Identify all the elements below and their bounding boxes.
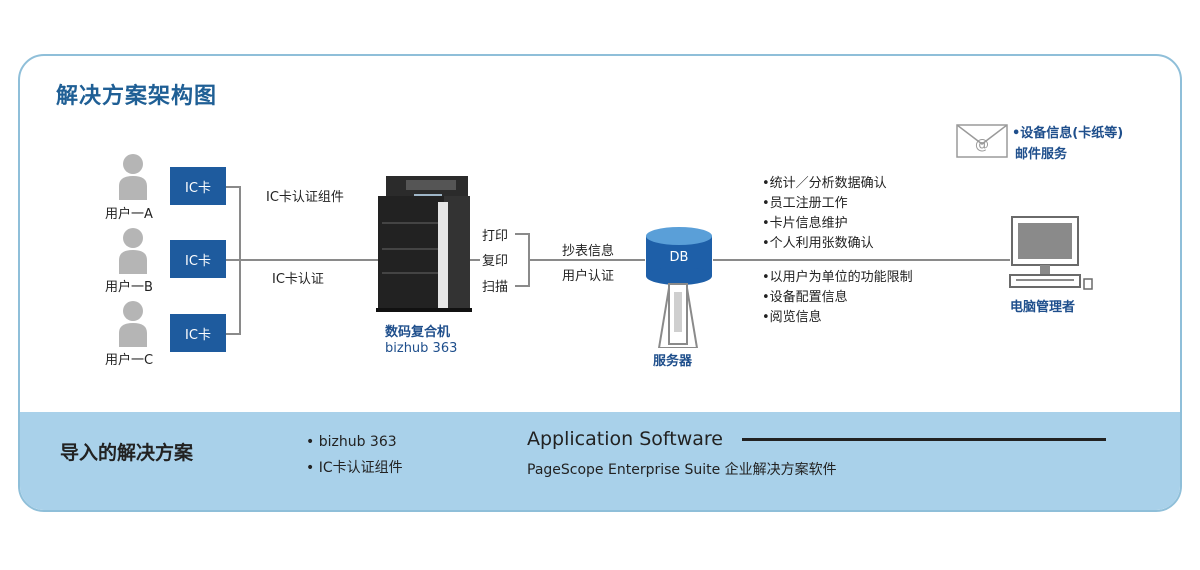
ic-card-c: IC卡: [170, 314, 226, 352]
ic-component-label: IC卡认证组件: [266, 190, 344, 205]
info-item: •员工注册工作: [762, 196, 848, 211]
meter-info-label: 抄表信息: [562, 244, 615, 259]
connector: [529, 259, 645, 261]
mail-icon: @: [956, 124, 1008, 158]
solution-item: • IC卡认证组件: [306, 460, 403, 476]
function-print: 打印: [482, 229, 509, 244]
user-a-label: 用户一A: [105, 207, 153, 222]
user-auth-label: 用户认证: [562, 269, 615, 284]
computer-icon: [1009, 216, 1093, 290]
svg-text:@: @: [975, 137, 989, 153]
server-icon: [657, 283, 699, 348]
ic-auth-label: IC卡认证: [272, 272, 324, 287]
admin-label: 电脑管理者: [1010, 300, 1076, 315]
server-label: 服务器: [653, 354, 693, 369]
diagram-title: 解决方案架构图: [56, 84, 218, 109]
function-scan: 扫描: [482, 280, 509, 295]
info-item: •卡片信息维护: [762, 216, 848, 231]
info-item: •以用户为单位的功能限制: [762, 270, 913, 285]
database-icon: [646, 227, 712, 285]
app-software-title: Application Software: [527, 428, 723, 450]
ic-card-b: IC卡: [170, 240, 226, 278]
function-copy: 复印: [482, 254, 509, 269]
info-item: •统计／分析数据确认: [762, 176, 887, 191]
connector: [226, 186, 240, 188]
user-b-label: 用户一B: [105, 280, 153, 295]
db-label: DB: [669, 250, 689, 265]
mfp-printer-icon: [376, 176, 472, 312]
user-b-icon: [119, 228, 147, 274]
info-item: •个人利用张数确认: [762, 236, 874, 251]
info-item: •设备配置信息: [762, 290, 848, 305]
user-a-icon: [119, 154, 147, 200]
connector: [515, 285, 529, 287]
ic-card-a: IC卡: [170, 167, 226, 205]
app-software-subtitle: PageScope Enterprise Suite 企业解决方案软件: [527, 462, 837, 478]
mfp-model: bizhub 363: [385, 341, 458, 356]
mail-service-line2: 邮件服务: [1015, 147, 1068, 162]
info-item: •阅览信息: [762, 310, 822, 325]
mail-service-line1: •设备信息(卡纸等): [1012, 126, 1124, 141]
bottom-band: [20, 412, 1180, 510]
solution-title: 导入的解决方案: [60, 442, 194, 464]
connector: [240, 259, 380, 261]
connector: [226, 259, 240, 261]
user-c-label: 用户一C: [105, 353, 154, 368]
connector: [713, 259, 1010, 261]
connector: [515, 233, 529, 235]
divider: [742, 438, 1106, 441]
user-c-icon: [119, 301, 147, 347]
connector: [226, 333, 240, 335]
mfp-name: 数码复合机: [385, 325, 451, 340]
connector: [470, 259, 480, 261]
solution-item: • bizhub 363: [306, 434, 397, 450]
